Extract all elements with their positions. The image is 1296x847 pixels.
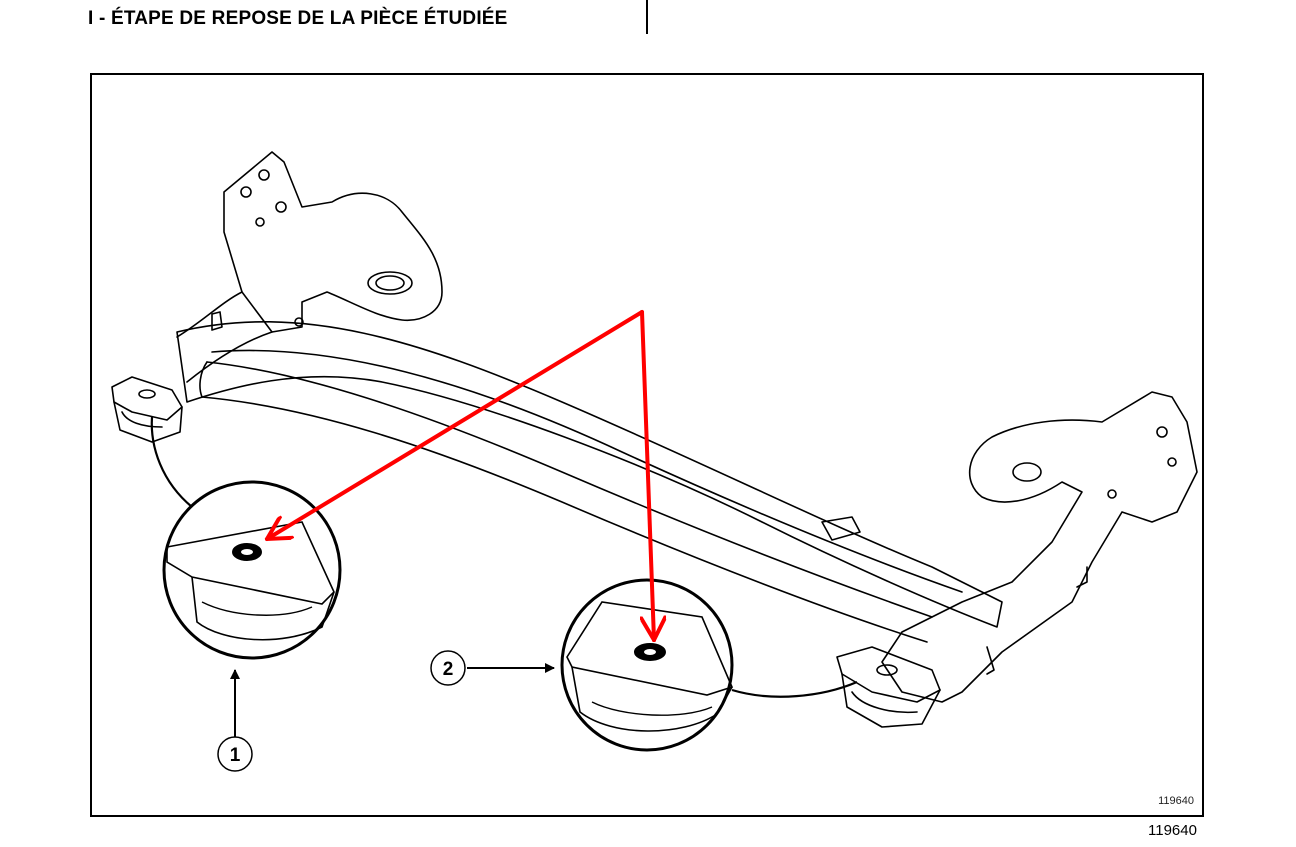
- red-arrow-middle: [640, 310, 654, 640]
- red-arrow-left: [267, 310, 644, 539]
- detail-circle-2: [560, 578, 734, 752]
- section-title: I - ÉTAPE DE REPOSE DE LA PIÈCE ÉTUDIÉE: [88, 8, 508, 29]
- callout-2: 2: [430, 650, 555, 686]
- detail-leaders: [150, 416, 858, 698]
- callout-2-label: 2: [443, 659, 454, 680]
- axle-illustration: 1 2: [111, 151, 1198, 772]
- figure-reference-outer: 119640: [1148, 822, 1197, 839]
- figure-frame: 1 2 119640: [90, 73, 1204, 817]
- callout-1: 1: [217, 669, 253, 772]
- rear-axle-drawing: [111, 151, 1198, 728]
- callout-1-label: 1: [230, 745, 241, 766]
- detail-circle-1: [162, 480, 342, 660]
- figure-reference-inner: 119640: [1158, 795, 1194, 807]
- column-divider: [646, 0, 648, 34]
- red-highlight-arrows: [267, 310, 654, 640]
